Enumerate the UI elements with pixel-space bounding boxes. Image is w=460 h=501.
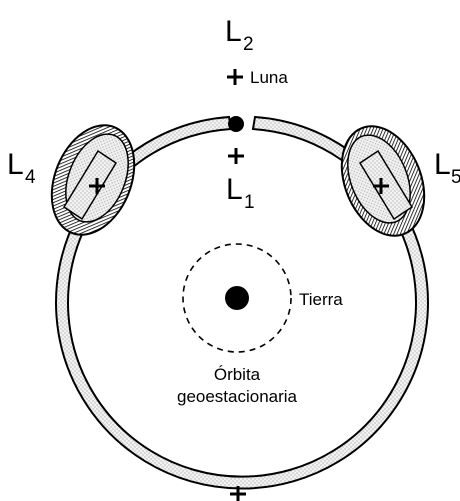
svg-text:L: L [7,148,24,181]
earth-label: Tierra [299,290,343,309]
svg-text:1: 1 [244,192,255,213]
l5-stability-region [326,114,439,248]
l1-plus-marker [228,148,244,164]
svg-text:L: L [434,148,451,181]
l5-label: L 5 [434,148,460,188]
svg-text:2: 2 [243,34,254,55]
svg-text:4: 4 [25,167,36,188]
geo-orbit-label-line2: geoestacionaria [177,387,298,406]
l1-label: L 1 [226,173,255,213]
svg-text:L: L [226,173,243,206]
moon-marker [228,116,244,132]
geo-orbit-label-line1: Órbita [214,365,261,384]
l2-plus-marker [227,69,243,85]
earth-marker [225,286,249,310]
moon-label: Luna [250,68,288,87]
l2-label: L 2 [225,15,254,55]
l4-label: L 4 [7,148,36,188]
svg-text:5: 5 [451,167,460,188]
svg-text:L: L [225,15,242,48]
l4-stability-region [36,113,149,247]
